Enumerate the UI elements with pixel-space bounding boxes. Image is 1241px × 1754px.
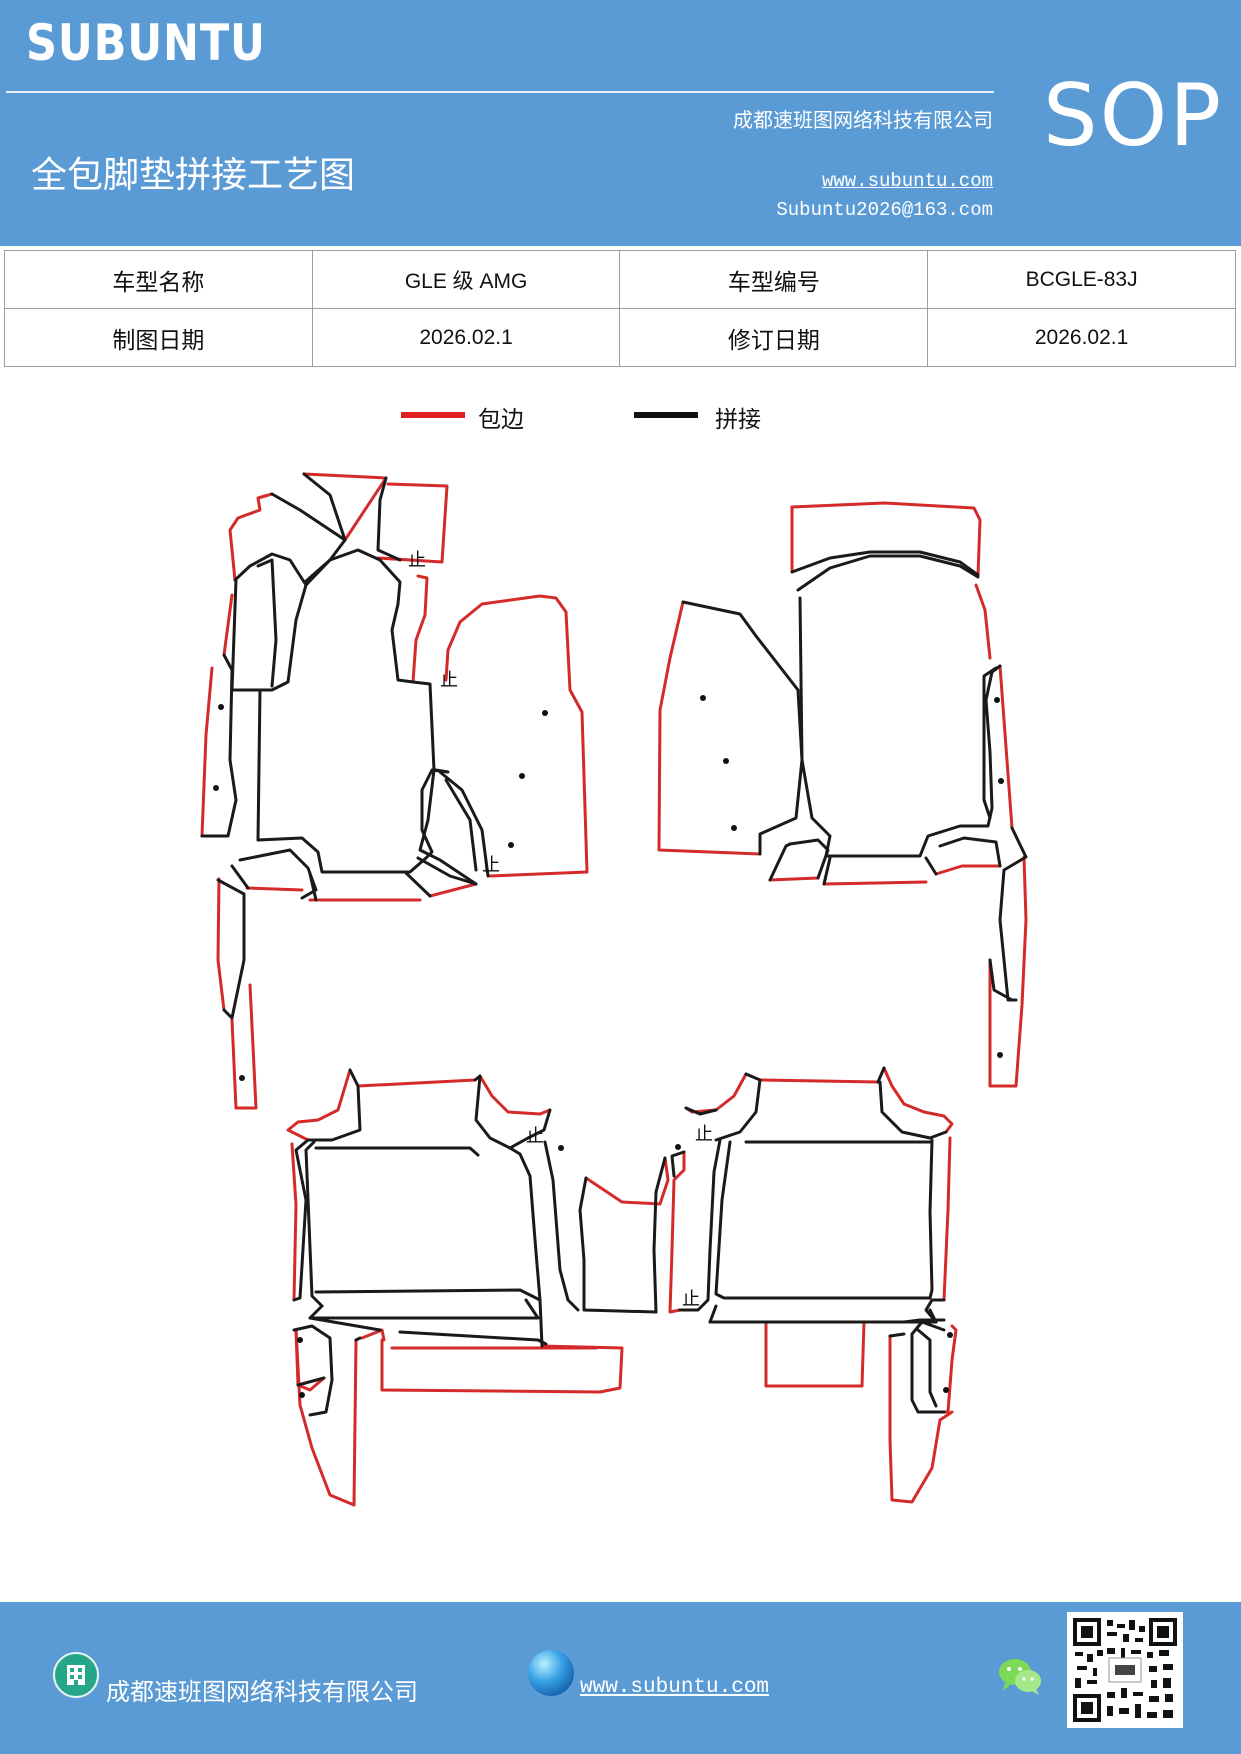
floor-mat-diagram: 止 止 止 止 止 止 bbox=[200, 472, 1028, 1507]
rear-left-edge-outline bbox=[286, 1068, 670, 1507]
footer-company: 成都速班图网络科技有限公司 bbox=[106, 1678, 418, 1706]
model-code-value: BCGLE-83J bbox=[927, 250, 1236, 309]
front-left-edge-outline bbox=[200, 472, 589, 1110]
model-name-value: GLE 级 AMG bbox=[311, 250, 621, 309]
model-code-label: 车型编号 bbox=[619, 250, 929, 309]
info-table: 车型名称 GLE 级 AMG 车型编号 BCGLE-83J 制图日期 2026.… bbox=[4, 250, 1236, 367]
footer-website-link[interactable]: www.subuntu.com bbox=[580, 1676, 770, 1699]
revise-date-label: 修订日期 bbox=[619, 308, 929, 367]
page-title: 全包脚垫拼接工艺图 bbox=[31, 155, 356, 196]
stop-marks: 止 止 止 止 止 止 bbox=[408, 550, 713, 1310]
email-text: Subuntu2026@163.com bbox=[776, 199, 993, 221]
front-left-seam-lines bbox=[200, 472, 490, 1020]
stop-mark: 止 bbox=[682, 1289, 700, 1310]
draw-date-value: 2026.02.1 bbox=[311, 308, 621, 367]
stop-mark: 止 bbox=[482, 855, 500, 876]
qr-code-icon[interactable] bbox=[1067, 1612, 1183, 1728]
front-right-fastener-dots bbox=[700, 695, 1004, 1058]
legend-label-edge: 包边 bbox=[478, 407, 524, 433]
sop-badge: SOP bbox=[1043, 66, 1224, 166]
legend: 包边 拼接 bbox=[0, 400, 1241, 440]
stop-mark: 止 bbox=[695, 1124, 713, 1145]
globe-icon bbox=[528, 1650, 574, 1696]
website-link[interactable]: www.subuntu.com bbox=[821, 170, 993, 192]
company-name: 成都速班图网络科技有限公司 bbox=[733, 108, 993, 132]
wechat-icon[interactable] bbox=[996, 1654, 1044, 1698]
table-row: 车型名称 GLE 级 AMG 车型编号 BCGLE-83J bbox=[4, 250, 1236, 309]
rear-left-seam-lines bbox=[292, 1068, 667, 1417]
legend-swatch-edge bbox=[401, 412, 465, 418]
front-left-fastener-dots bbox=[213, 704, 548, 1081]
rear-right-seam-lines bbox=[670, 1066, 948, 1414]
brand-logo: SUBUNTU bbox=[26, 14, 266, 72]
stop-mark: 止 bbox=[440, 670, 458, 691]
rear-left-fastener-dots bbox=[297, 1145, 564, 1398]
revise-date-value: 2026.02.1 bbox=[927, 308, 1236, 367]
legend-label-seam: 拼接 bbox=[715, 407, 761, 433]
stop-mark: 止 bbox=[408, 550, 426, 571]
front-right-edge-outline bbox=[657, 501, 1028, 1088]
table-row: 制图日期 2026.02.1 修订日期 2026.02.1 bbox=[4, 308, 1236, 367]
rear-right-fastener-dots bbox=[675, 1144, 953, 1393]
building-icon bbox=[53, 1652, 99, 1698]
model-name-label: 车型名称 bbox=[4, 250, 313, 309]
front-right-seam-lines bbox=[681, 550, 1028, 1002]
header: SUBUNTU 成都速班图网络科技有限公司 全包脚垫拼接工艺图 www.subu… bbox=[0, 0, 1241, 246]
legend-swatch-seam bbox=[634, 412, 698, 418]
draw-date-label: 制图日期 bbox=[4, 308, 313, 367]
footer: 成都速班图网络科技有限公司 www.subuntu.com bbox=[0, 1602, 1241, 1754]
stop-mark: 止 bbox=[526, 1126, 544, 1147]
header-divider bbox=[6, 91, 994, 93]
